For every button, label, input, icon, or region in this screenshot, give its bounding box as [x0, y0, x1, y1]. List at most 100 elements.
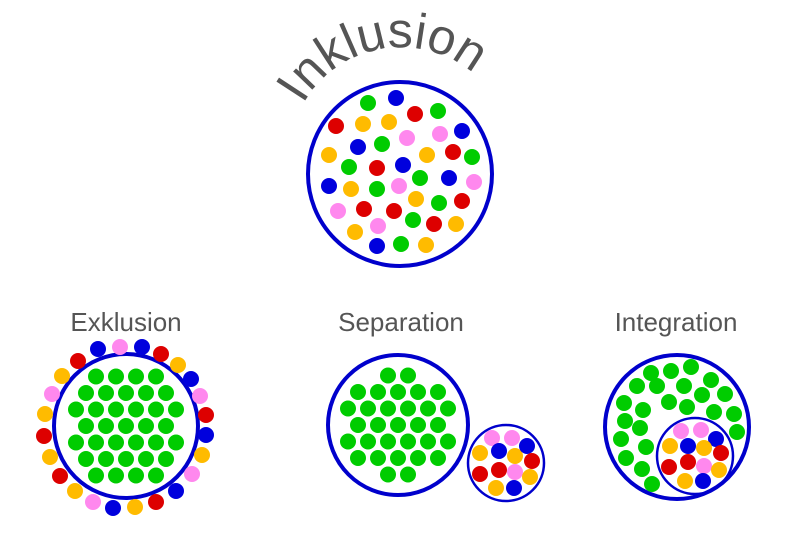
exklusion-inner-dot-g — [88, 401, 104, 418]
exklusion-outer-dot-b — [168, 483, 184, 499]
separation-minority-dot-r — [491, 462, 507, 478]
integration-minority-dot-b — [695, 473, 711, 489]
integration-minority-dot-p — [696, 458, 712, 474]
integration-dot-g — [726, 406, 742, 422]
exklusion-outer-dot-o — [37, 406, 53, 422]
inclusion-dot-o — [448, 216, 464, 232]
inclusion-dot-b — [388, 90, 404, 106]
integration-dot-g — [613, 431, 629, 447]
separation-dot-g — [360, 400, 376, 417]
integration-dot-g — [663, 363, 679, 379]
separation-minority-dot-r — [524, 453, 540, 469]
exklusion-outer-dot-r — [148, 494, 164, 510]
inclusion-dot-r — [445, 144, 461, 160]
inclusion-dot-g — [369, 181, 385, 197]
exklusion-outer-dot-b — [183, 371, 199, 387]
exklusion-outer-dot-r — [52, 468, 68, 484]
inclusion-dot-r — [369, 160, 385, 176]
exklusion-inner-dot-g — [148, 368, 164, 385]
integration-dot-g — [661, 394, 677, 410]
integration-minority-dot-r — [713, 445, 729, 461]
exklusion-outer-dot-o — [170, 357, 186, 373]
integration-dot-g — [703, 372, 719, 388]
integration-dot-g — [729, 424, 745, 440]
integration-dot-g — [694, 387, 710, 403]
exklusion-outer-dot-r — [36, 428, 52, 444]
inclusion-dot-g — [341, 159, 357, 175]
inclusion-dot-o — [355, 116, 371, 132]
separation-dot-g — [430, 384, 446, 400]
separation-dot-g — [390, 417, 406, 433]
integration-dot-g — [635, 402, 651, 418]
inclusion-dot-o — [408, 191, 424, 207]
inclusion-dot-o — [419, 147, 435, 163]
separation-dot-g — [400, 433, 416, 450]
separation-dot-g — [390, 384, 406, 400]
integration-minority-dot-b — [708, 431, 724, 447]
inclusion-dot-b — [395, 157, 411, 173]
integration-dot-g — [618, 450, 634, 466]
integration-dot-g — [679, 399, 695, 415]
exklusion-inner-dot-g — [148, 434, 164, 451]
integration-minority-dot-p — [673, 423, 689, 439]
inclusion-dot-g — [464, 149, 480, 165]
separation-minority-dot-b — [506, 480, 522, 496]
separation-minority-dot-o — [472, 445, 488, 461]
separation-minority-dot-o — [522, 469, 538, 485]
inclusion-dot-g — [431, 195, 447, 211]
inclusion-dot-r — [328, 118, 344, 134]
integration-minority-dot-o — [711, 462, 727, 478]
separation-minority-dot-p — [484, 430, 500, 446]
inclusion-dot-g — [393, 236, 409, 252]
separation-dot-g — [370, 384, 386, 400]
exklusion-outer-dot-b — [90, 341, 106, 357]
exklusion-outer-dot-o — [67, 483, 83, 499]
exklusion-inner-dot-g — [98, 385, 114, 401]
inclusion-dot-r — [407, 106, 423, 122]
separation-dot-g — [340, 400, 356, 417]
exklusion-inner-dot-g — [68, 401, 84, 418]
label-exklusion: Exklusion — [70, 307, 181, 337]
integration-dot-g — [717, 386, 733, 402]
separation-dot-g — [400, 367, 416, 384]
inclusion-dot-b — [321, 178, 337, 194]
inclusion-dot-g — [412, 170, 428, 186]
integration-minority-dot-o — [662, 438, 678, 454]
exklusion-outer-dot-r — [153, 346, 169, 362]
exklusion-inner-dot-g — [88, 434, 104, 451]
exklusion-outer-dot-b — [105, 500, 121, 516]
separation-minority-dot-b — [519, 438, 535, 454]
exklusion-outer-dot-o — [54, 368, 70, 384]
inclusion-dot-r — [426, 216, 442, 232]
integration-dot-g — [629, 378, 645, 394]
separation-minority-dot-p — [504, 430, 520, 446]
exklusion-inner-dot-g — [88, 467, 104, 484]
inclusion-dot-o — [347, 224, 363, 240]
separation-minority-dot-b — [491, 443, 507, 459]
exklusion-inner-dot-g — [158, 385, 174, 401]
separation-dot-g — [440, 433, 456, 450]
separation-dot-g — [370, 450, 386, 466]
integration-dot-g — [617, 413, 633, 429]
inclusion-dot-b — [454, 123, 470, 139]
integration-dot-g — [616, 395, 632, 411]
exklusion-inner-dot-g — [78, 418, 94, 434]
exklusion-inner-dot-g — [148, 401, 164, 418]
separation-dot-g — [420, 433, 436, 450]
inclusion-dot-p — [432, 126, 448, 142]
exklusion-inner-dot-g — [158, 451, 174, 467]
integration-dot-g — [649, 378, 665, 394]
inclusion-dot-b — [441, 170, 457, 186]
separation-dot-g — [400, 400, 416, 417]
inclusion-dot-g — [405, 212, 421, 228]
exklusion-inner-dot-g — [108, 467, 124, 484]
exklusion-outer-dot-p — [184, 466, 200, 482]
exklusion-inner-dot-g — [138, 451, 154, 467]
inclusion-dot-p — [399, 130, 415, 146]
label-integration: Integration — [615, 307, 738, 337]
separation-dot-g — [370, 417, 386, 433]
separation-minority-dot-o — [488, 480, 504, 496]
inclusion-dot-b — [369, 238, 385, 254]
separation-dot-g — [410, 384, 426, 400]
exklusion-outer-dot-o — [42, 449, 58, 465]
